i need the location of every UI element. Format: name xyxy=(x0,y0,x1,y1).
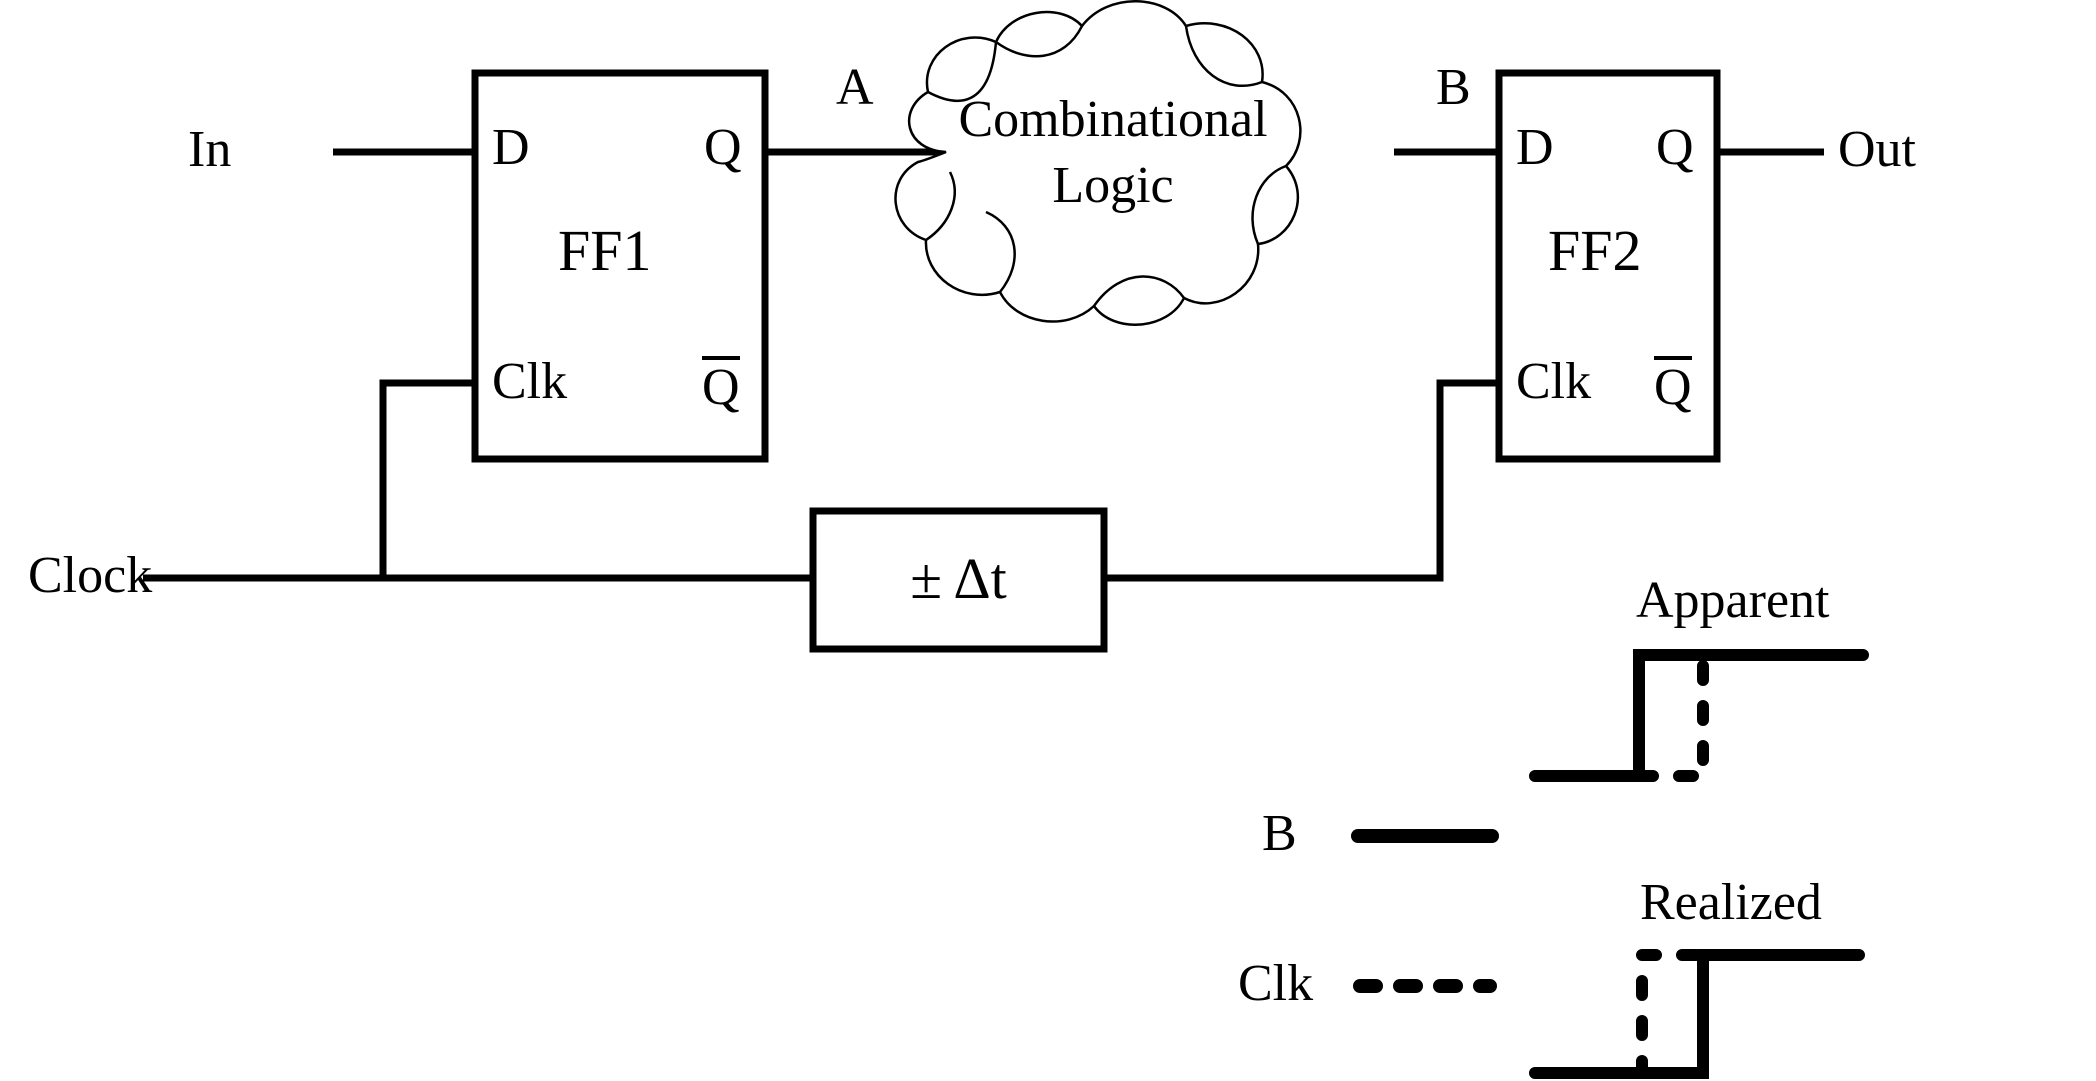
ff2-pin-q-label: Q xyxy=(1656,119,1694,176)
realized-waveform-solid-b xyxy=(1529,949,1865,1079)
input-signal-label: In xyxy=(188,121,232,178)
legend-label-clk: Clk xyxy=(1238,955,1314,1012)
ff1-pin-qbar-text: Q xyxy=(702,356,740,414)
wire-delay-to-ff2-clk xyxy=(1101,379,1502,582)
cloud-inner-scallop-6 xyxy=(985,210,1016,293)
apparent-waveform-solid-b xyxy=(1529,649,1869,782)
clock-signal-label: Clock xyxy=(28,547,153,604)
cloud-inner-scallop-3 xyxy=(1184,25,1263,88)
node-b-label: B xyxy=(1436,59,1471,116)
ff2-pin-qbar-text: Q xyxy=(1654,356,1692,414)
cloud-inner-scallop-1 xyxy=(927,41,998,103)
ff1-pin-d-label: D xyxy=(492,119,530,176)
flipflop1-name-label: FF1 xyxy=(558,218,652,283)
cloud-inner-scallop-4 xyxy=(1251,164,1287,245)
flipflop2-box xyxy=(1495,69,1721,463)
flipflop2-name-label: FF2 xyxy=(1548,218,1642,283)
cloud-text-line2: Logic xyxy=(1052,157,1174,214)
wire-clock-to-ff1-clk xyxy=(379,379,478,578)
delay-block-label: ± Δt xyxy=(910,546,1007,611)
ff2-pin-qbar-label: Q xyxy=(1654,356,1692,414)
ff1-pin-q-label: Q xyxy=(704,119,742,176)
apparent-waveform-dashed-clk xyxy=(1633,649,1766,782)
combinational-logic-cloud xyxy=(894,0,1302,326)
cloud-inner-scallop-5 xyxy=(1092,275,1186,307)
cloud-text-line1: Combinational xyxy=(958,91,1268,148)
apparent-waveform-title: Apparent xyxy=(1636,572,1830,629)
ff2-pin-clk-label: Clk xyxy=(1516,353,1592,410)
ff1-pin-qbar-label: Q xyxy=(702,356,740,414)
ff2-pin-d-label: D xyxy=(1516,119,1554,176)
ff1-pin-clk-label: Clk xyxy=(492,353,568,410)
cloud-inner-scallop-7 xyxy=(925,171,956,242)
output-signal-label: Out xyxy=(1838,121,1916,178)
realized-waveform-dashed-clk xyxy=(1594,949,1718,1079)
cloud-inner-scallop-2 xyxy=(995,25,1084,58)
node-a-label: A xyxy=(836,59,874,116)
realized-waveform-title: Realized xyxy=(1640,874,1822,931)
flipflop1-box xyxy=(471,69,769,463)
legend-label-b: B xyxy=(1262,805,1297,862)
